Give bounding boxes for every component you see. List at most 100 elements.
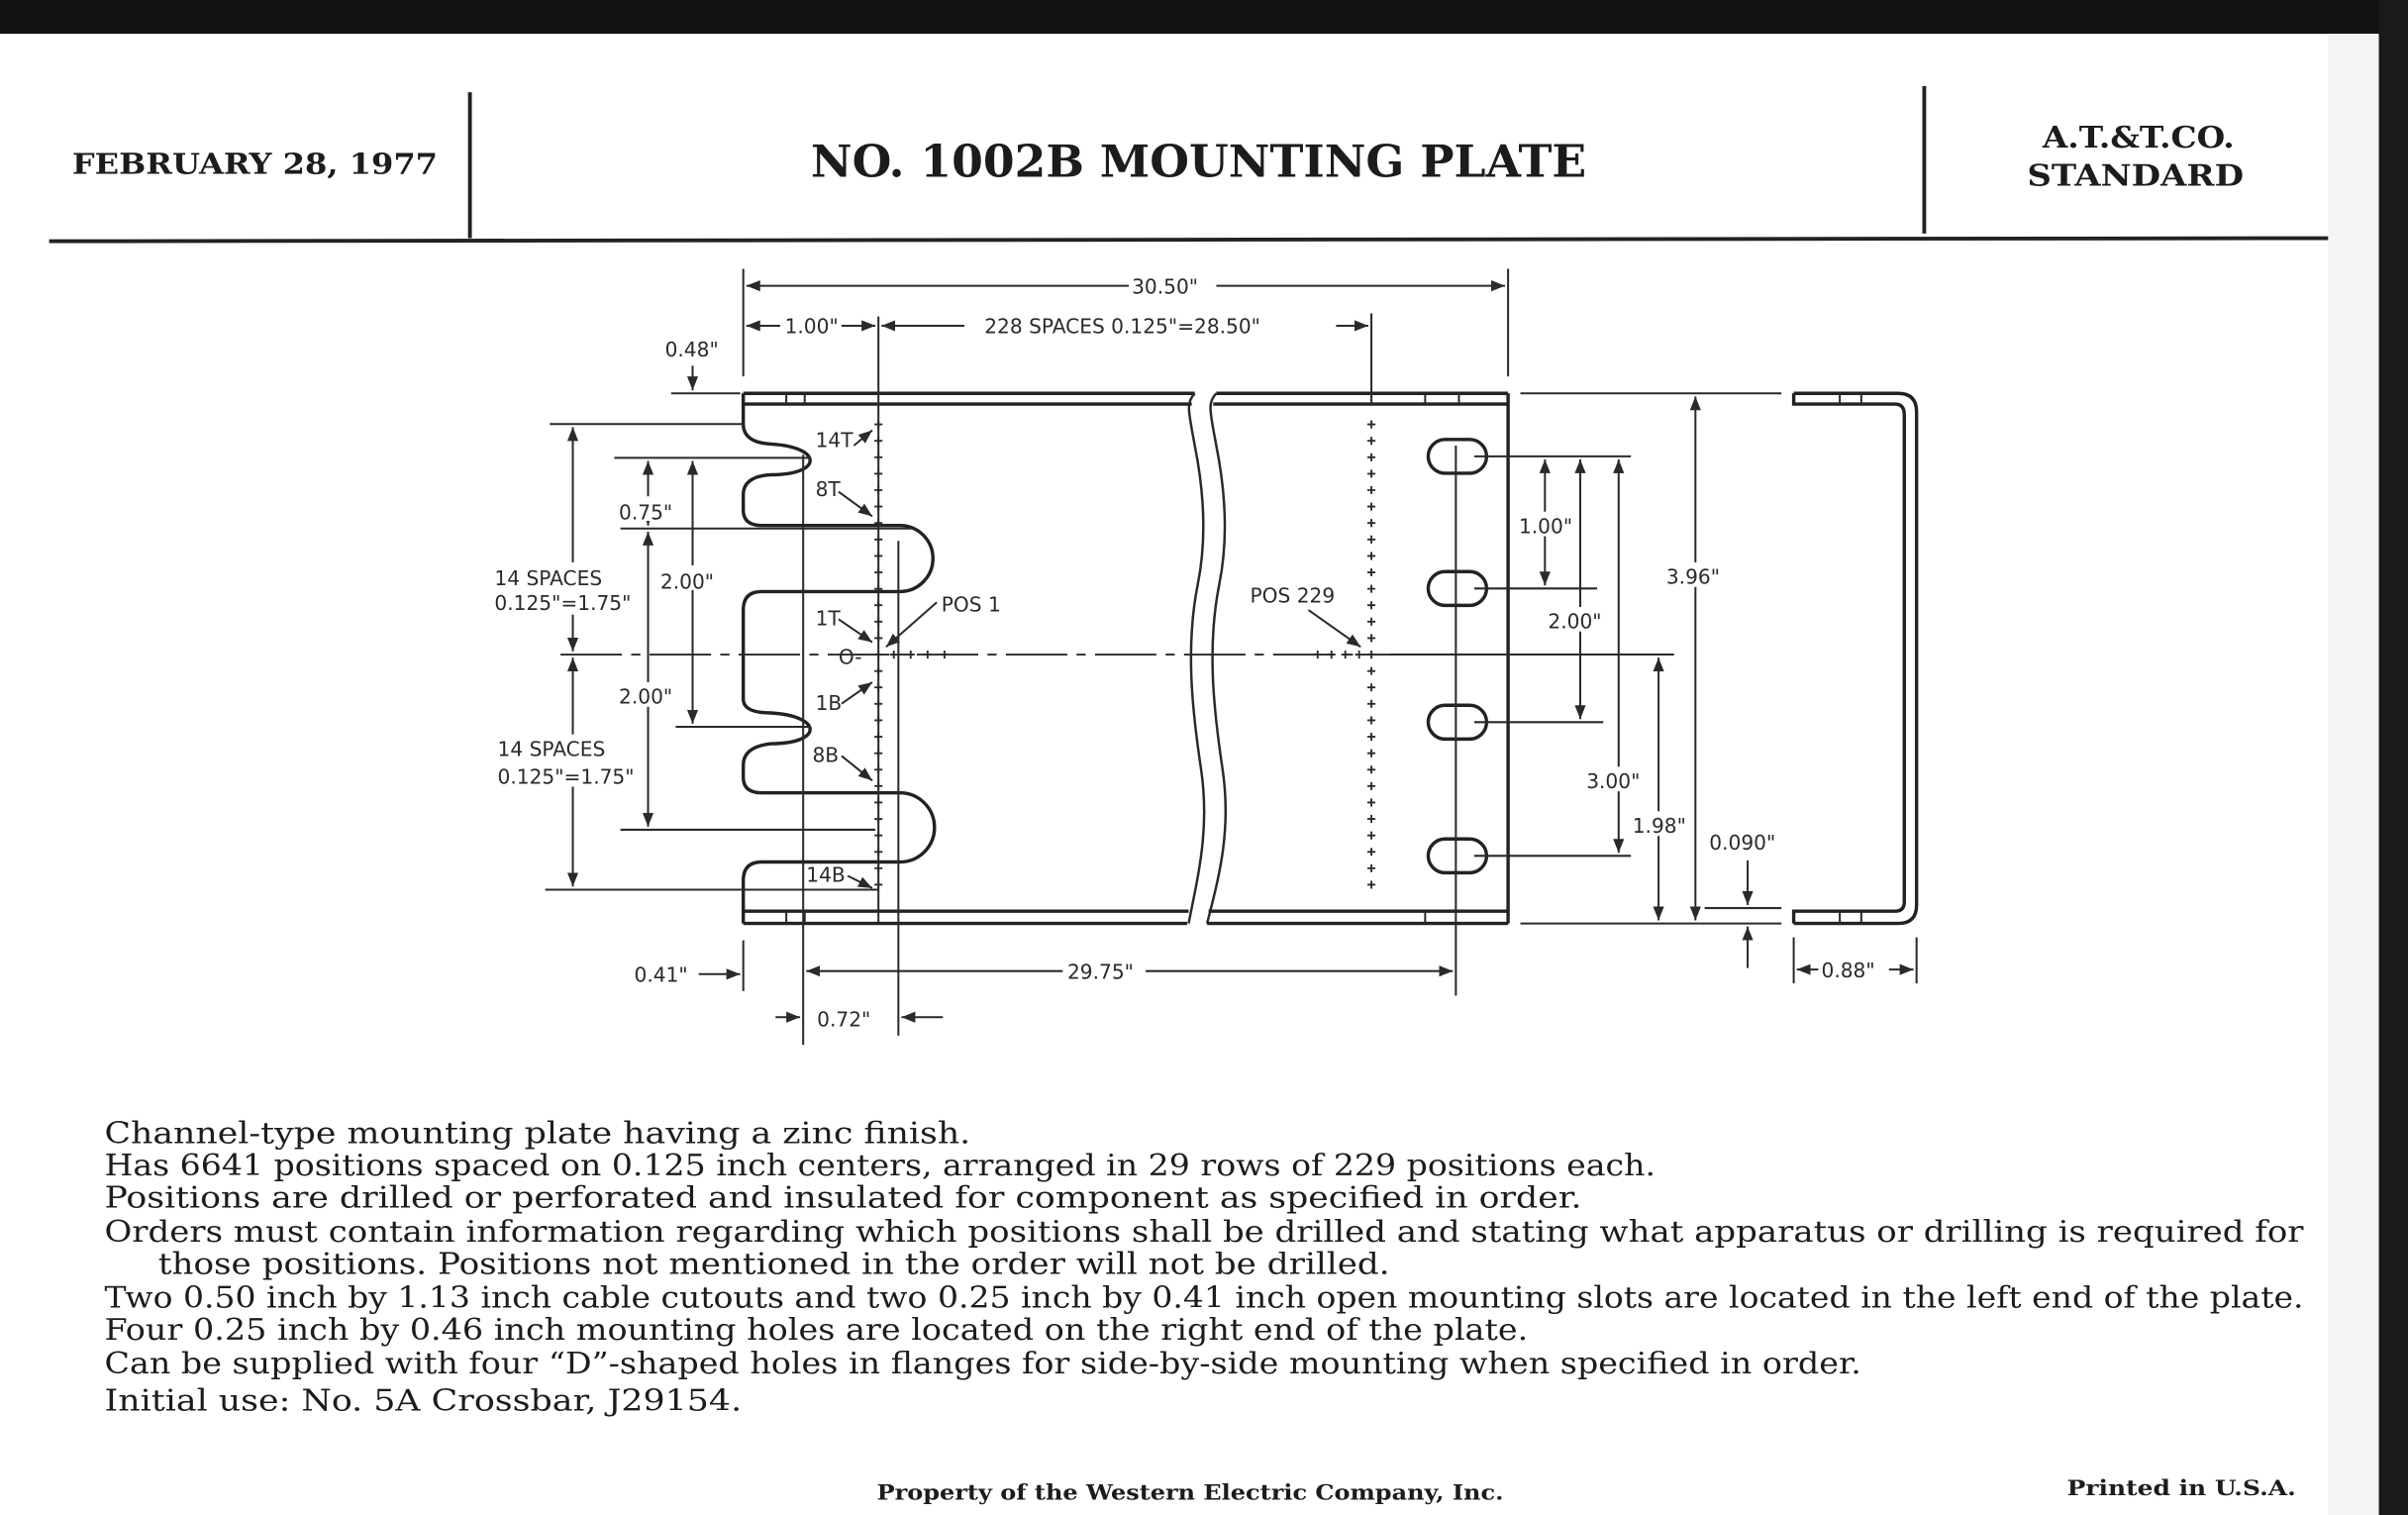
pos-label-arrows (853, 429, 873, 447)
position-mark (1367, 651, 1376, 659)
position-mark (1367, 485, 1376, 495)
break-line-right (1205, 392, 1228, 924)
pos-label-14b: 14B (806, 863, 845, 887)
arrow (841, 681, 873, 705)
pos-label-8t: 8T (816, 477, 842, 501)
label-bg (617, 496, 682, 522)
position-mark (874, 502, 883, 511)
description-line: those positions. Positions not mentioned… (158, 1247, 1390, 1281)
pos-label-1t: 1T (816, 607, 842, 631)
dim-left-offset: 1.00" (785, 315, 839, 339)
position-mark (1367, 863, 1376, 872)
dim-200-right: 2.00" (1548, 610, 1601, 634)
position-mark (923, 651, 932, 659)
dim-075: 0.75" (619, 500, 672, 524)
pos-label-14t: 14T (816, 429, 854, 453)
dim-flange-offset: 0.48" (665, 338, 719, 361)
position-mark (874, 485, 883, 495)
position-mark (1367, 666, 1376, 675)
pos-label-1b: 1B (816, 691, 843, 715)
position-mark (1367, 831, 1376, 840)
arrow (838, 618, 873, 644)
position-mark (1367, 880, 1376, 889)
scan-border-right (2378, 0, 2408, 1515)
label-bg (1581, 766, 1653, 792)
description-line: Orders must contain information regardin… (104, 1215, 2304, 1250)
dim-198: 1.98" (1633, 814, 1686, 838)
dim-0090: 0.090" (1709, 831, 1775, 855)
position-mark (874, 634, 883, 643)
label-bg (491, 734, 640, 787)
header-rule (49, 236, 2329, 244)
position-mark (1367, 634, 1376, 643)
dim-overall-length: 30.50" (1132, 274, 1198, 298)
flange-hole-marks (785, 393, 1460, 924)
label-bg (614, 681, 688, 707)
spaces-bot-1: 14 SPACES (498, 737, 606, 760)
arrow (841, 755, 873, 782)
channel-hole-marks (1839, 393, 1862, 924)
plate-top-flange-right (1213, 391, 1509, 406)
position-mark (1313, 651, 1322, 659)
position-mark (1367, 420, 1376, 429)
position-mark (1367, 815, 1376, 824)
plate-left-end-profile (741, 393, 937, 924)
arrow (838, 490, 873, 518)
plate-bottom-flange-right (1207, 909, 1509, 926)
position-mark (874, 535, 883, 544)
spaces-top-1: 14 SPACES (494, 566, 602, 590)
description-line: Four 0.25 inch by 0.46 inch mounting hol… (104, 1313, 1528, 1348)
position-mark (1367, 567, 1376, 577)
position-mark (1354, 651, 1363, 659)
position-mark (1367, 716, 1376, 725)
position-mark (1327, 651, 1336, 659)
position-mark (874, 666, 883, 675)
position-mark (1367, 683, 1376, 692)
label-bg (1628, 811, 1696, 837)
pos229-label: POS 229 (1251, 583, 1336, 607)
position-mark (874, 567, 883, 577)
dim-041: 0.41" (635, 963, 688, 987)
position-mark (874, 798, 883, 807)
position-mark (874, 733, 883, 742)
dim-200-upper: 2.00" (660, 569, 714, 593)
position-mark (1367, 749, 1376, 758)
position-mark (874, 716, 883, 725)
pos1-label: POS 1 (942, 593, 1001, 617)
position-mark (1367, 453, 1376, 461)
arrow (1307, 609, 1361, 649)
dim-spacing: 228 SPACES 0.125"=28.50" (984, 315, 1260, 339)
footer-printed: Printed in U.S.A. (2067, 1476, 2296, 1501)
plate-top-flange-left (743, 391, 1195, 406)
position-mark (874, 437, 883, 446)
position-mark (1367, 601, 1376, 610)
position-mark (874, 469, 883, 478)
label-bg (656, 565, 732, 590)
position-mark (874, 765, 883, 774)
position-mark (874, 420, 883, 429)
position-mark (874, 781, 883, 790)
page-edge (2328, 34, 2379, 1515)
position-mark (1367, 584, 1376, 593)
dim-200-lower: 2.00" (619, 685, 672, 709)
pos-label-zero: O- (839, 645, 862, 668)
pos-label-8b: 8B (812, 744, 839, 767)
position-marks (874, 420, 1376, 889)
label-bg (488, 561, 643, 615)
position-mark (874, 699, 883, 708)
position-mark (874, 617, 883, 626)
position-mark (1367, 535, 1376, 544)
position-mark (940, 651, 949, 659)
position-mark (1367, 733, 1376, 742)
position-mark (874, 601, 883, 610)
position-mark (874, 815, 883, 824)
mounting-slots (1426, 438, 1489, 875)
ext-lines-right (1389, 392, 1782, 925)
spaces-bot-2: 0.125"=1.75" (498, 764, 635, 788)
dim-2975: 29.75" (1067, 960, 1134, 983)
position-mark (874, 453, 883, 461)
position-mark (1367, 798, 1376, 807)
position-mark (1367, 552, 1376, 560)
position-mark (1367, 617, 1376, 626)
